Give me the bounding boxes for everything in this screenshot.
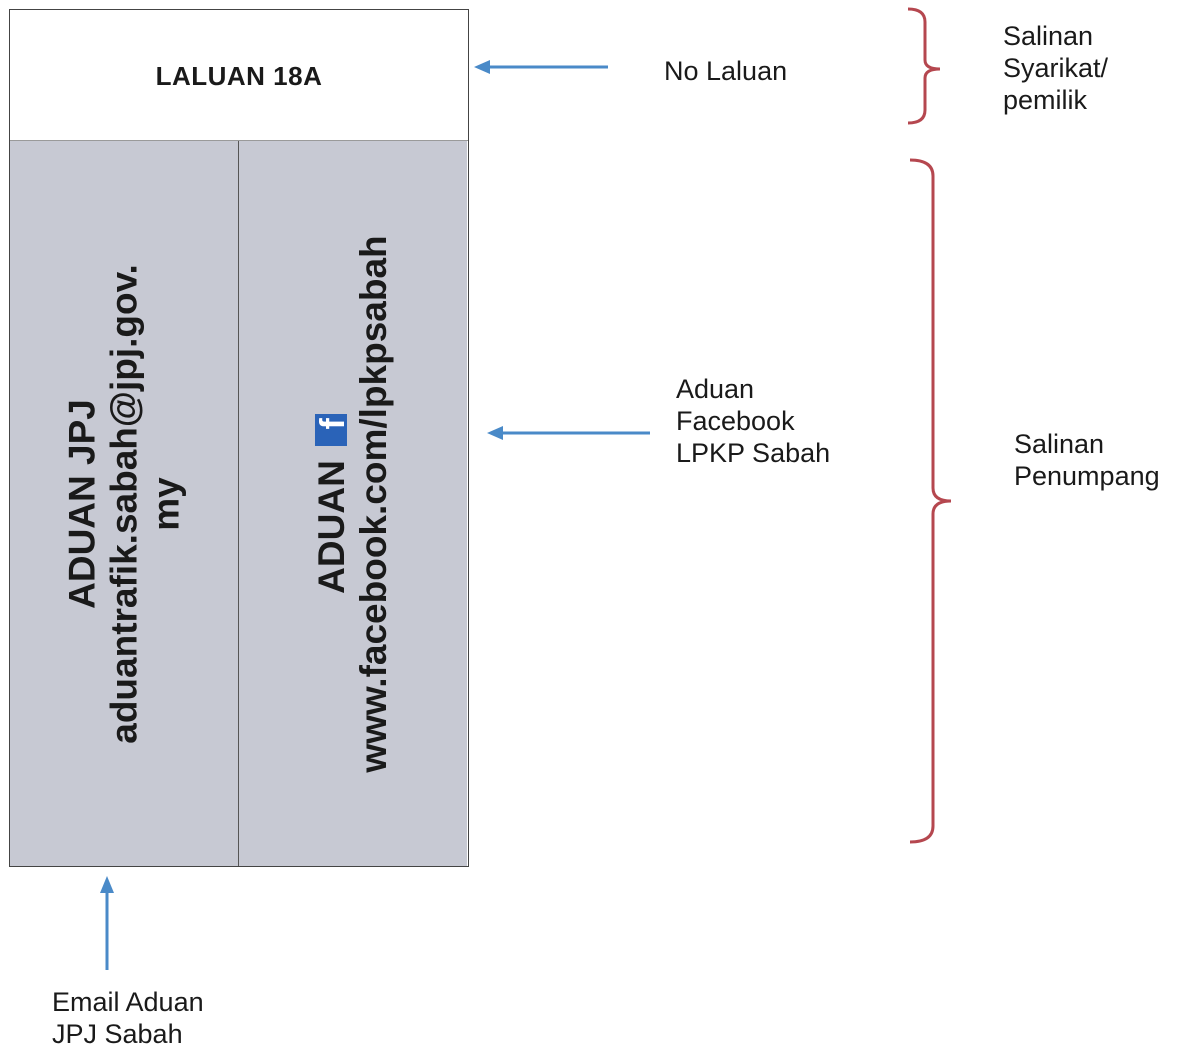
jpj-panel-arrow [100, 876, 114, 970]
jpj-email-label: Email Aduan JPJ Sabah [52, 987, 204, 1049]
route-header: LALUAN 18A [10, 10, 468, 141]
jpj-complaint-panel: ADUAN JPJ aduantrafik.sabah@jpj.gov. my [10, 141, 239, 866]
company-copy-label: Salinan Syarikat/ pemilik [1003, 21, 1109, 115]
facebook-complaint-label: Aduan Facebook LPKP Sabah [676, 374, 831, 468]
route-card: LALUAN 18A ADUAN JPJ aduantrafik.sabah@j… [9, 9, 469, 867]
company-copy-bracket [907, 7, 941, 125]
passenger-copy-bracket [909, 158, 952, 844]
route-number-arrow [474, 60, 608, 74]
route-number-label: No Laluan [664, 56, 788, 86]
route-number-title: LALUAN 18A [155, 60, 323, 91]
passenger-copy-label: Salinan Penumpang [1014, 429, 1160, 491]
facebook-panel-arrow [487, 426, 650, 440]
